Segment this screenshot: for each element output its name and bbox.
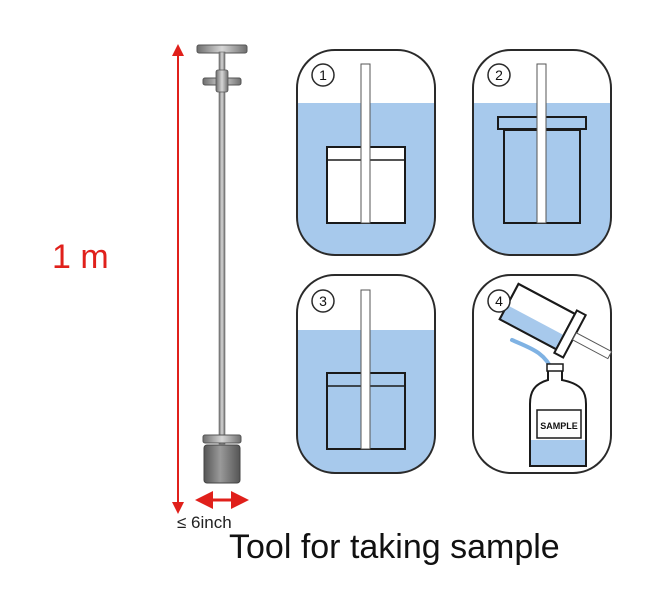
- step-2-panel: 2: [472, 49, 612, 256]
- width-dimension: ≤ 6inch: [177, 491, 249, 532]
- sample-label: SAMPLE: [540, 421, 578, 431]
- rod: [360, 63, 371, 224]
- tool-rod: [218, 51, 226, 445]
- step-number: 4: [495, 293, 503, 309]
- tool-cap: [202, 434, 242, 444]
- caption: Tool for taking sample: [229, 528, 560, 566]
- sampling-tool: [196, 44, 248, 484]
- width-label: ≤ 6inch: [177, 513, 232, 532]
- rod: [536, 63, 547, 224]
- step-number: 3: [319, 293, 327, 309]
- step-1-panel: 1: [296, 49, 436, 256]
- height-label: 1 m: [52, 238, 109, 276]
- step-number: 2: [495, 67, 503, 83]
- sample-bottle: SAMPLE: [529, 363, 587, 467]
- tool-weight: [203, 444, 241, 484]
- step-4-panel: SAMPLE 4: [472, 274, 613, 474]
- height-dimension: 1 m: [52, 44, 184, 514]
- step-3-panel: 3: [296, 274, 436, 474]
- rod: [360, 289, 371, 450]
- step-number: 1: [319, 67, 327, 83]
